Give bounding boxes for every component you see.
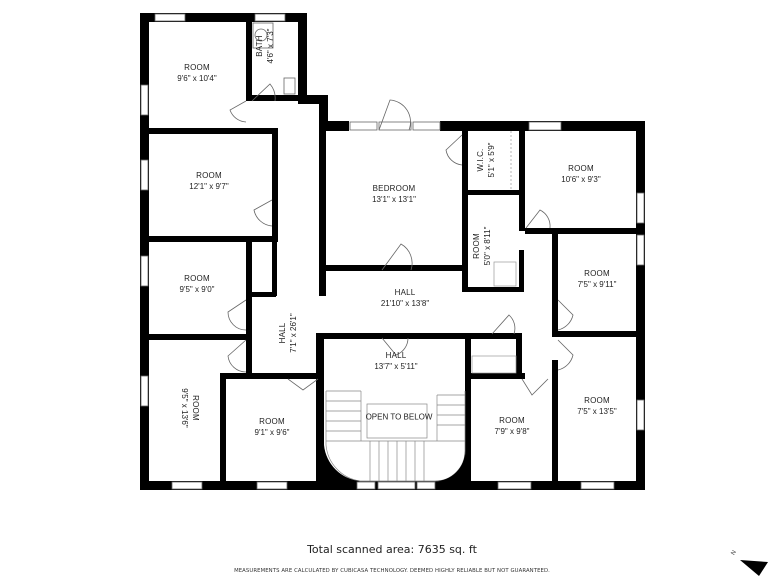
room-label-room-s2: ROOM 7'9" x 9'8" [495, 415, 530, 437]
room-dimensions: 13'7" x 5'11" [374, 362, 418, 371]
room-name: ROOM [584, 269, 610, 278]
room-dimensions: 9'6" x 10'4" [177, 74, 217, 83]
bath-fixtures [252, 22, 296, 95]
room-dimensions: 7'5" x 9'11" [577, 280, 617, 289]
compass: N [730, 550, 770, 580]
room-name: ROOM [499, 416, 525, 425]
room-dimensions: 10'6" x 9'3" [561, 175, 601, 184]
room-name: ROOM [184, 274, 210, 283]
room-name: ROOM [568, 164, 594, 173]
room-name: ROOM [184, 63, 210, 72]
windows [140, 13, 645, 490]
room-dimensions: 9'5" x 9'0" [179, 285, 215, 294]
room-label-room-w2: ROOM 12'1" x 9'7" [189, 170, 228, 192]
room-dimensions: 5'1" x 5'9" [487, 142, 496, 178]
room-dimensions: 21'10" x 13'8" [380, 299, 430, 308]
room-label-room-s1: ROOM 9'1" x 9'6" [255, 416, 290, 438]
room-dimensions: 7'1" x 26'1" [289, 313, 298, 353]
room-dimensions: 9'1" x 9'6" [254, 428, 290, 437]
room-label-room-se: ROOM 7'5" x 13'5" [577, 395, 616, 417]
disclaimer-text: MEASUREMENTS ARE CALCULATED BY CUBICASA … [234, 568, 550, 574]
room-dimensions: 7'5" x 13'5" [577, 407, 617, 416]
room-name: ROOM [196, 171, 222, 180]
room-label-room-e2: ROOM 7'5" x 9'11" [578, 268, 617, 290]
room-dimensions: 9'5" x 13'6" [180, 388, 189, 428]
room-dimensions: 12'1" x 9'7" [189, 182, 229, 191]
room-dimensions: 5'0" x 8'11" [483, 226, 492, 266]
room-label-room-ne: ROOM 10'6" x 9'3" [561, 163, 600, 185]
doors [227, 83, 574, 396]
room-dimensions: 13'1" x 13'1" [372, 195, 416, 204]
room-dimensions: 4'6" x 7'3" [266, 28, 275, 64]
open-to-below-label: OPEN TO BELOW [365, 412, 433, 422]
room-name: ROOM [472, 233, 481, 259]
room-dimensions: 7'9" x 9'8" [494, 427, 530, 436]
room-name: BEDROOM [372, 184, 416, 193]
room-name: ROOM [191, 395, 200, 421]
room-name: HALL [394, 288, 416, 297]
room-label-hall-center: HALL 21'10" x 13'8" [381, 287, 429, 309]
room-label-room-nw: ROOM 9'6" x 10'4" [177, 62, 216, 84]
room-name: BATH [255, 35, 264, 57]
room-name: HALL [385, 351, 407, 360]
room-name: ROOM [584, 396, 610, 405]
total-area-text: Total scanned area: 7635 sq. ft [307, 543, 477, 556]
closet-shelf [471, 131, 517, 374]
stair-corner-walls [324, 445, 465, 481]
stairwell [325, 390, 466, 482]
room-label-room-w3: ROOM 9'5" x 9'0" [180, 273, 215, 295]
room-label-bedroom: BEDROOM 13'1" x 13'1" [372, 183, 416, 205]
room-name: W.I.C. [476, 148, 485, 172]
room-label-hall-south: HALL 13'7" x 5'11" [374, 350, 417, 372]
room-label-wic: W.I.C.5'1" x 5'9" [475, 143, 497, 178]
room-name: ROOM [259, 417, 285, 426]
room-name: HALL [278, 322, 287, 344]
north-arrow-icon [740, 560, 768, 576]
